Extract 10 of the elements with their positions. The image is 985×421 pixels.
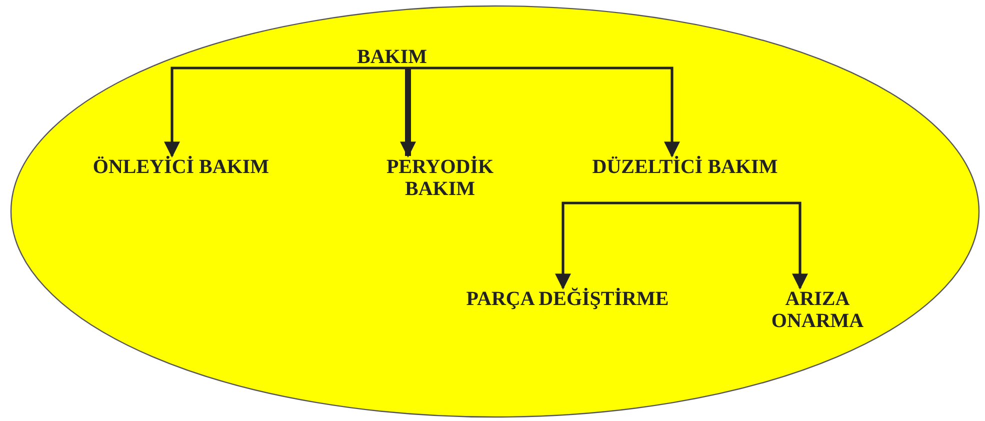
node-label: BAKIM [356, 46, 428, 68]
arrow [164, 66, 392, 158]
node-label: PERYODİK BAKIM [385, 156, 495, 200]
arrow [555, 202, 685, 290]
arrow [392, 66, 680, 158]
node-label: DÜZELTİCİ BAKIM [591, 156, 779, 178]
node-label: PARÇA DEĞİŞTİRME [465, 288, 670, 310]
node-label: ÖNLEYİCİ BAKIM [92, 156, 270, 178]
arrow [685, 202, 808, 290]
node-label: ARIZA ONARMA [770, 288, 865, 332]
